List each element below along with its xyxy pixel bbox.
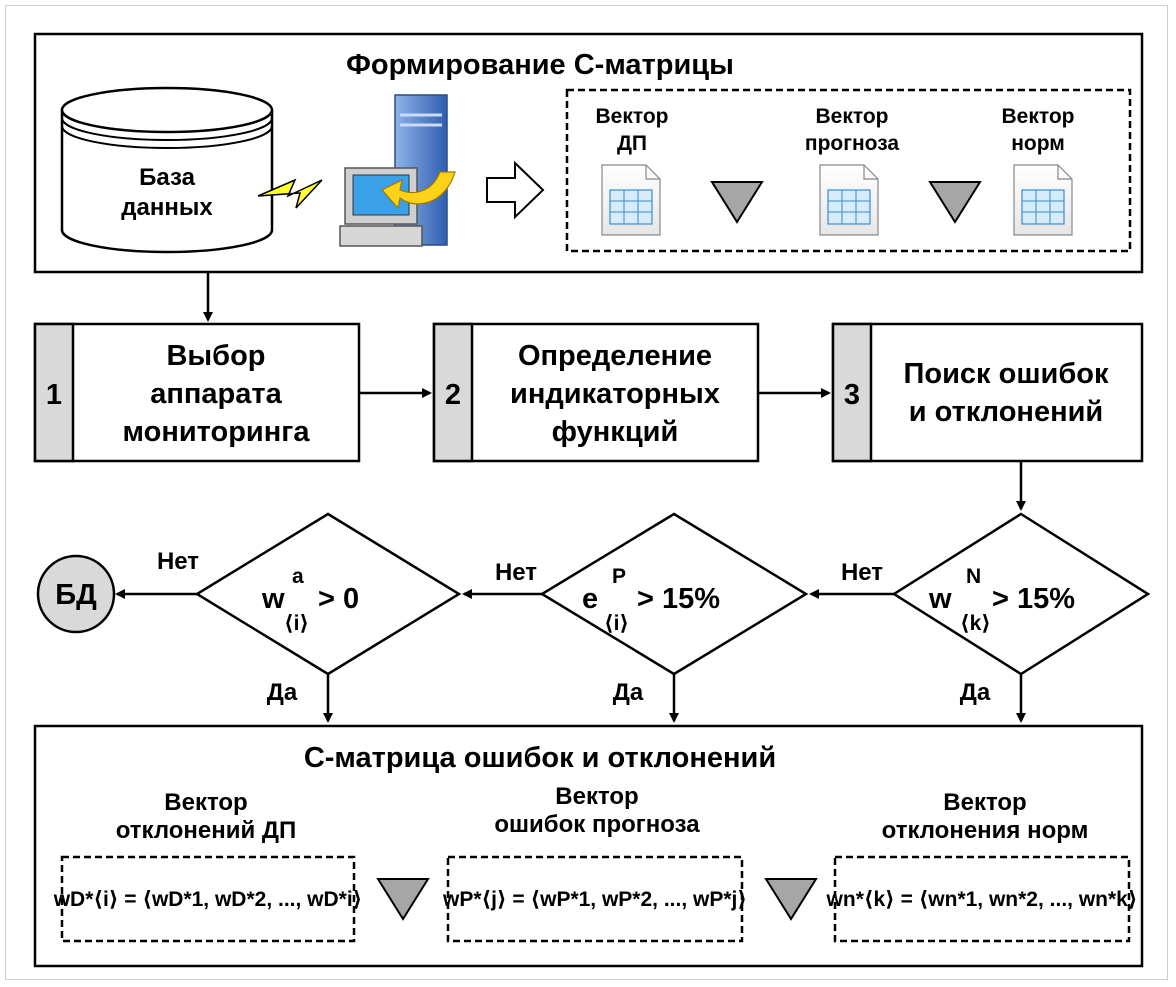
decision-3-var: w	[928, 583, 952, 615]
top-block-title: Формирование С-матрицы	[346, 49, 734, 81]
decision-2-rel: > 15%	[637, 583, 720, 615]
step-1-box	[33, 322, 361, 463]
database-terminal-circle	[36, 554, 116, 634]
step-2-box	[432, 322, 760, 463]
step-2-line2: индикаторных	[510, 378, 720, 410]
formula-3: wn*⟨k⟩ = ⟨wn*1, wn*2, ..., wn*k⟩	[826, 888, 1138, 911]
bottom-block-title: С-матрица ошибок и отклонений	[304, 742, 776, 774]
formula-box-3	[833, 855, 1131, 943]
decision-2-sub: ⟨i⟩	[604, 612, 629, 635]
computer-server-icon	[339, 94, 456, 247]
decision-1-rel: > 0	[318, 583, 359, 615]
step-3-box	[831, 322, 1144, 463]
database-terminal-label: БД	[55, 579, 97, 611]
lightning-icon	[257, 178, 323, 209]
yes-label-d1: Да	[267, 679, 298, 706]
step-1-number: 1	[46, 379, 62, 411]
vector-norms-label-line1: Вектор	[1001, 105, 1074, 128]
result-vector-2-line2: ошибок прогноза	[494, 811, 700, 838]
vector-dp-label-line1: Вектор	[595, 105, 668, 128]
decision-1-sub: ⟨i⟩	[284, 612, 309, 635]
spreadsheet-icon	[1013, 164, 1073, 236]
spreadsheet-icon	[601, 164, 661, 236]
yes-label-d3: Да	[960, 679, 991, 706]
decision-1-sup: a	[292, 565, 304, 588]
vector-norms-label-line2: норм	[1011, 132, 1065, 155]
result-vector-1-line1: Вектор	[164, 789, 247, 816]
outer-frame	[5, 5, 1168, 980]
source-vectors-box	[565, 88, 1132, 253]
result-vector-2-line1: Вектор	[555, 783, 638, 810]
decision-2-sup: P	[612, 565, 626, 588]
decision-3-sup: N	[966, 565, 981, 588]
yes-label-d2: Да	[613, 679, 644, 706]
vector-dp-label-line2: ДП	[617, 132, 647, 155]
decision-3-sub: ⟨k⟩	[960, 612, 991, 635]
step-1-line2: аппарата	[150, 378, 282, 410]
result-vector-3-line2: отклонения норм	[882, 817, 1089, 844]
step-3-number: 3	[844, 379, 860, 411]
no-label-d3: Нет	[841, 559, 883, 586]
step-2-line1: Определение	[518, 340, 712, 372]
no-label-d1: Нет	[157, 548, 199, 575]
spreadsheet-icon	[819, 164, 879, 236]
decision-2-var: e	[582, 583, 598, 615]
result-vector-3-line1: Вектор	[943, 789, 1026, 816]
database-label-line2: данных	[121, 194, 213, 221]
formula-box-2	[446, 855, 744, 943]
no-label-d2: Нет	[495, 559, 537, 586]
step-1-line3: мониторинга	[123, 416, 311, 448]
triangle-operator-icon	[710, 181, 764, 224]
formula-1: wD*⟨i⟩ = ⟨wD*1, wD*2, ..., wD*i⟩	[53, 888, 363, 911]
decision-1-var: w	[261, 583, 285, 615]
vector-forecast-label-line1: Вектор	[815, 105, 888, 128]
step-3-line1: Поиск ошибок	[904, 358, 1109, 390]
decision-3-rel: > 15%	[992, 583, 1075, 615]
vector-forecast-label-line2: прогноза	[805, 132, 899, 155]
step-1-line1: Выбор	[166, 340, 265, 372]
database-label-line1: База	[139, 164, 196, 191]
database-cylinder-icon	[60, 86, 274, 254]
step-2-line3: функций	[552, 416, 679, 448]
error-matrix-block	[33, 724, 1144, 968]
step-3-line2: и отклонений	[909, 396, 1104, 428]
triangle-operator-icon	[764, 878, 818, 921]
triangle-operator-icon	[376, 878, 430, 921]
result-vector-1-line2: отклонений ДП	[116, 817, 297, 844]
formula-box-1	[60, 855, 356, 943]
step-2-number: 2	[445, 379, 461, 411]
formula-2: wP*⟨j⟩ = ⟨wP*1, wP*2, ..., wP*j⟩	[442, 888, 747, 911]
right-arrow-icon	[486, 160, 545, 220]
triangle-operator-icon	[928, 181, 982, 224]
